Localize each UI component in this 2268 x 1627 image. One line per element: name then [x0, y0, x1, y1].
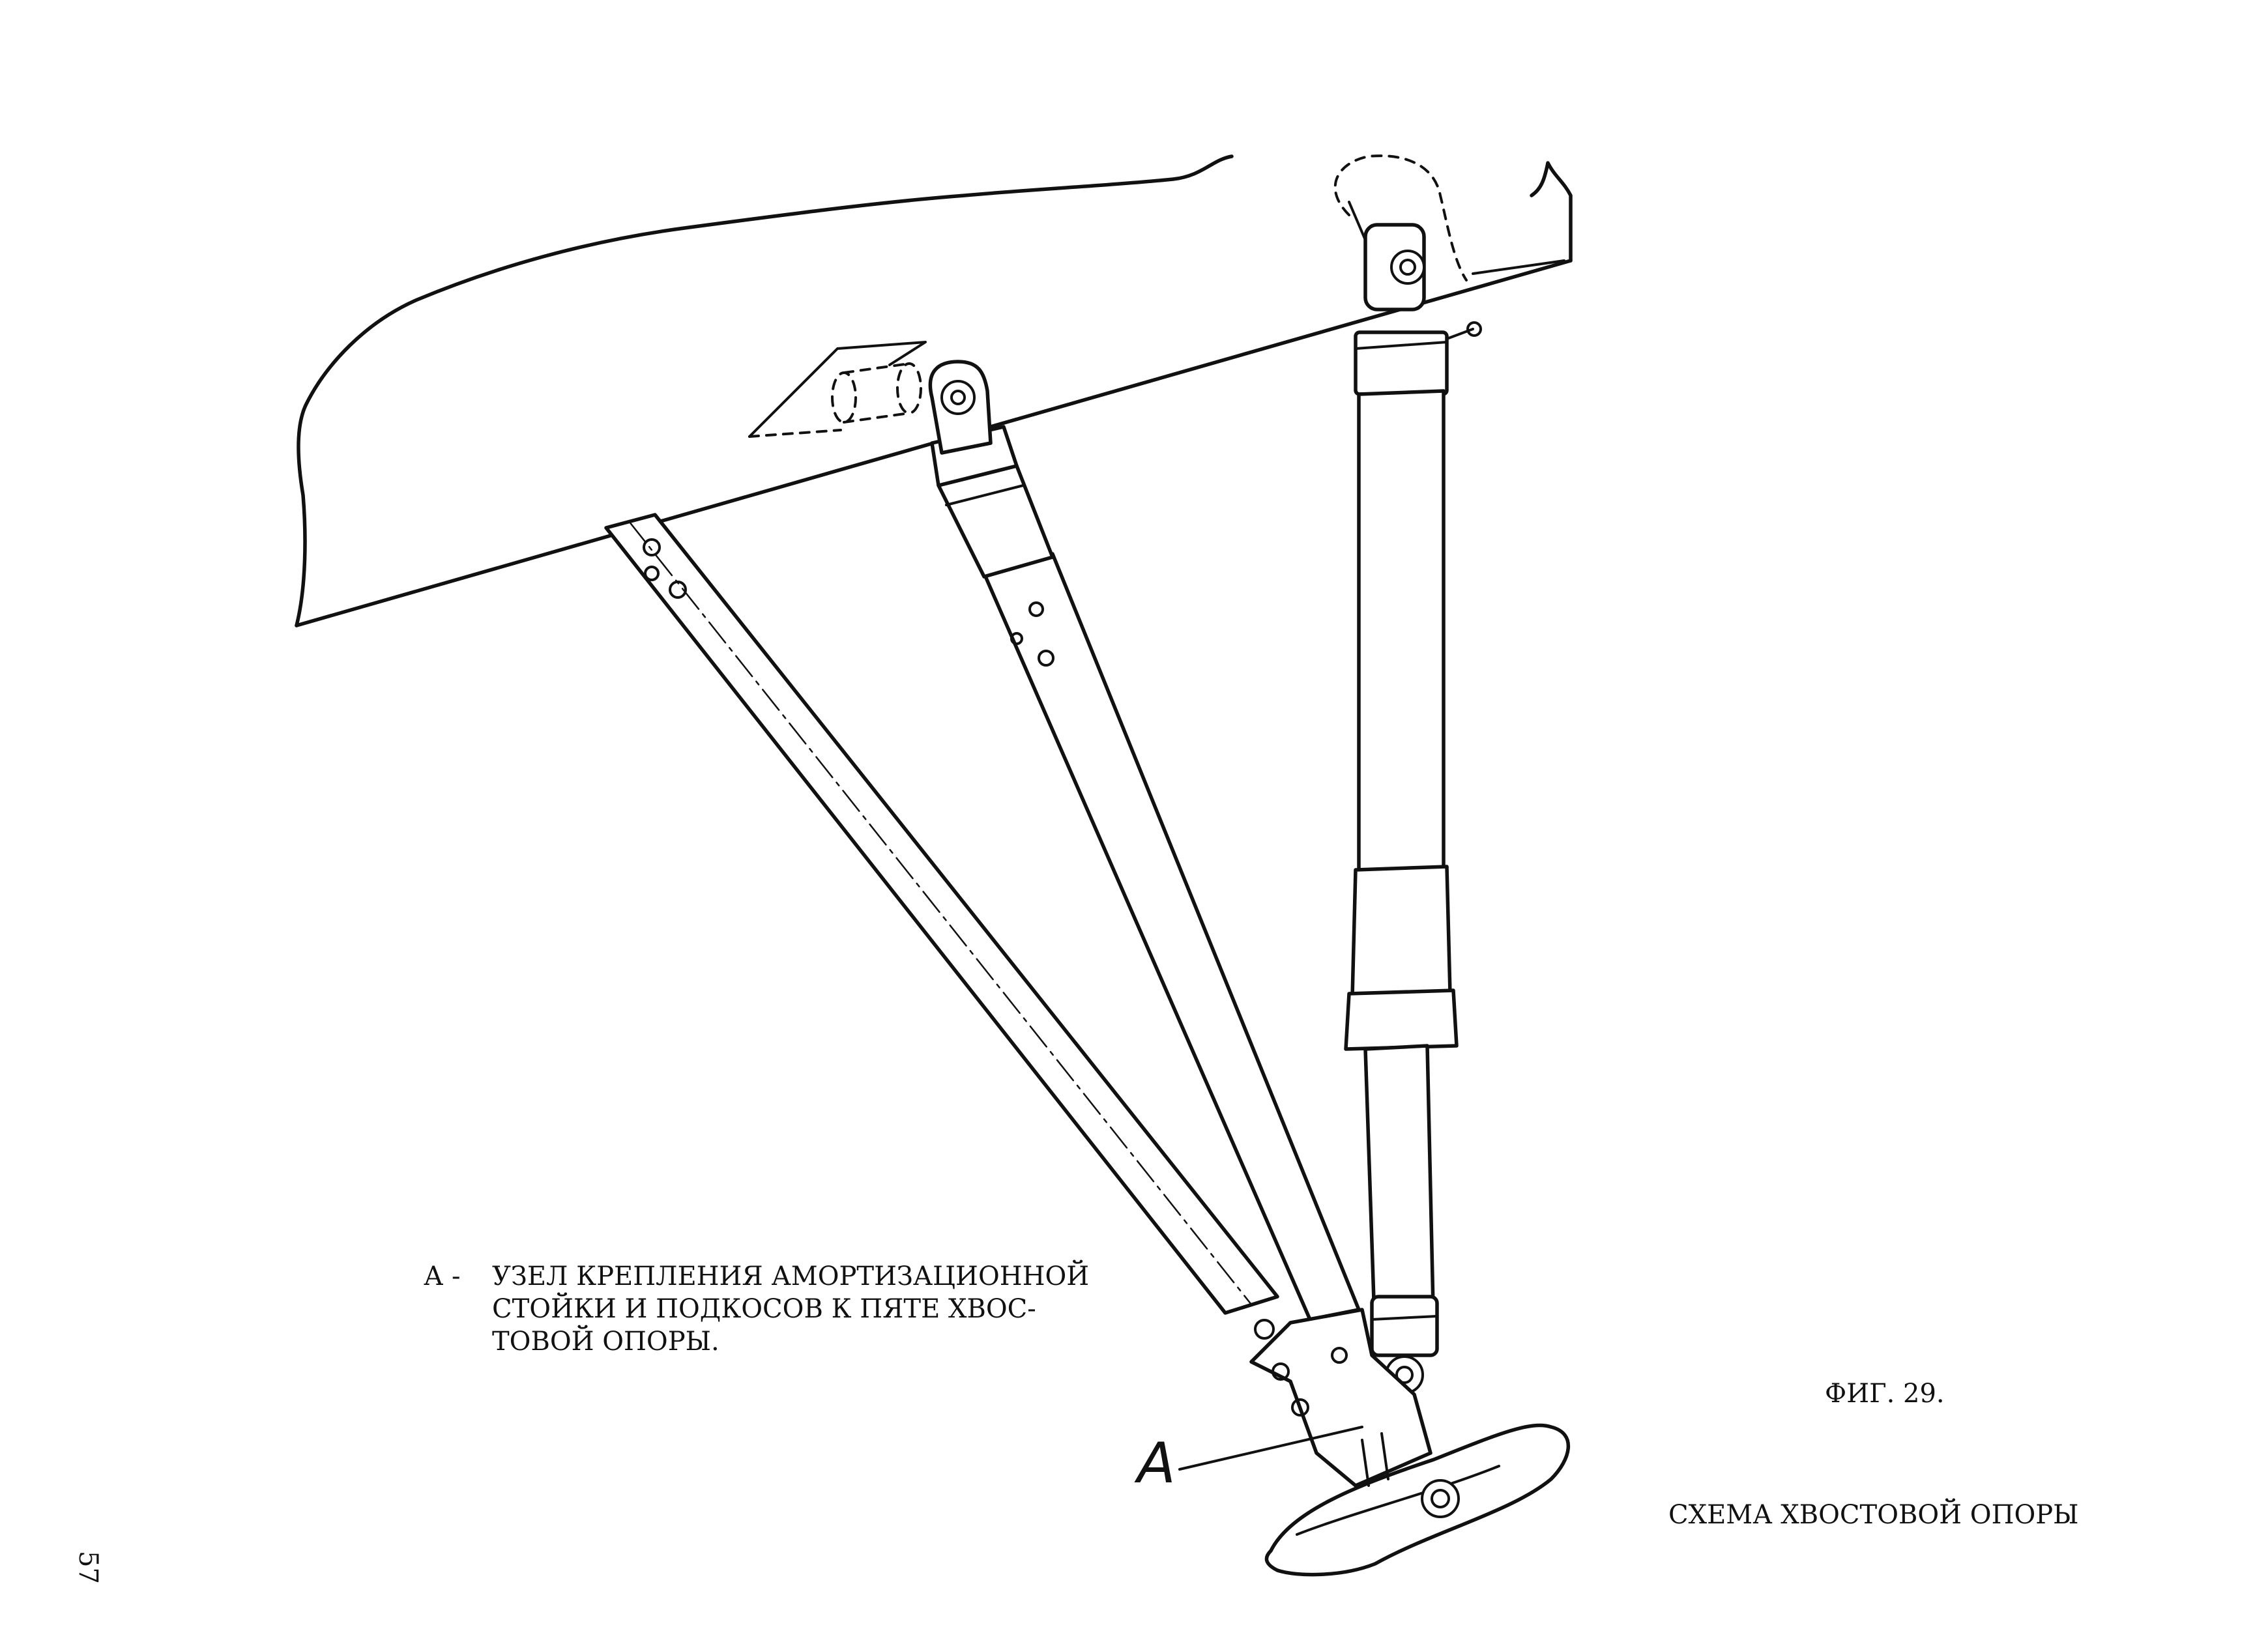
legend-line-1: УЗЕЛ КРЕПЛЕНИЯ АМОРТИЗАЦИОННОЙ — [492, 1260, 1089, 1291]
shock-absorber-strut — [1333, 154, 1482, 1394]
page-number: 57 — [73, 1551, 103, 1584]
tail-heel — [1249, 1308, 1570, 1577]
front-strut-bracket — [748, 341, 927, 438]
legend-key: А - — [424, 1261, 461, 1291]
figure-number: ФИГ. 29. — [1825, 1379, 1945, 1409]
legend-line-3: ТОВОЙ ОПОРЫ. — [492, 1325, 720, 1357]
callout-leader — [1178, 1426, 1363, 1471]
callout-letter: А — [1134, 1431, 1176, 1496]
legend: А - УЗЕЛ КРЕПЛЕНИЯ АМОРТИЗАЦИОННОЙ СТОЙК… — [424, 1260, 1089, 1357]
middle-strut — [928, 360, 1361, 1321]
left-strut — [604, 513, 1279, 1315]
figure-caption: СХЕМА ХВОСТОВОЙ ОПОРЫ — [1668, 1499, 2079, 1530]
callout-a: А — [1134, 1426, 1363, 1496]
legend-line-2: СТОЙКИ И ПОДКОСОВ К ПЯТЕ ХВОС- — [492, 1293, 1036, 1324]
